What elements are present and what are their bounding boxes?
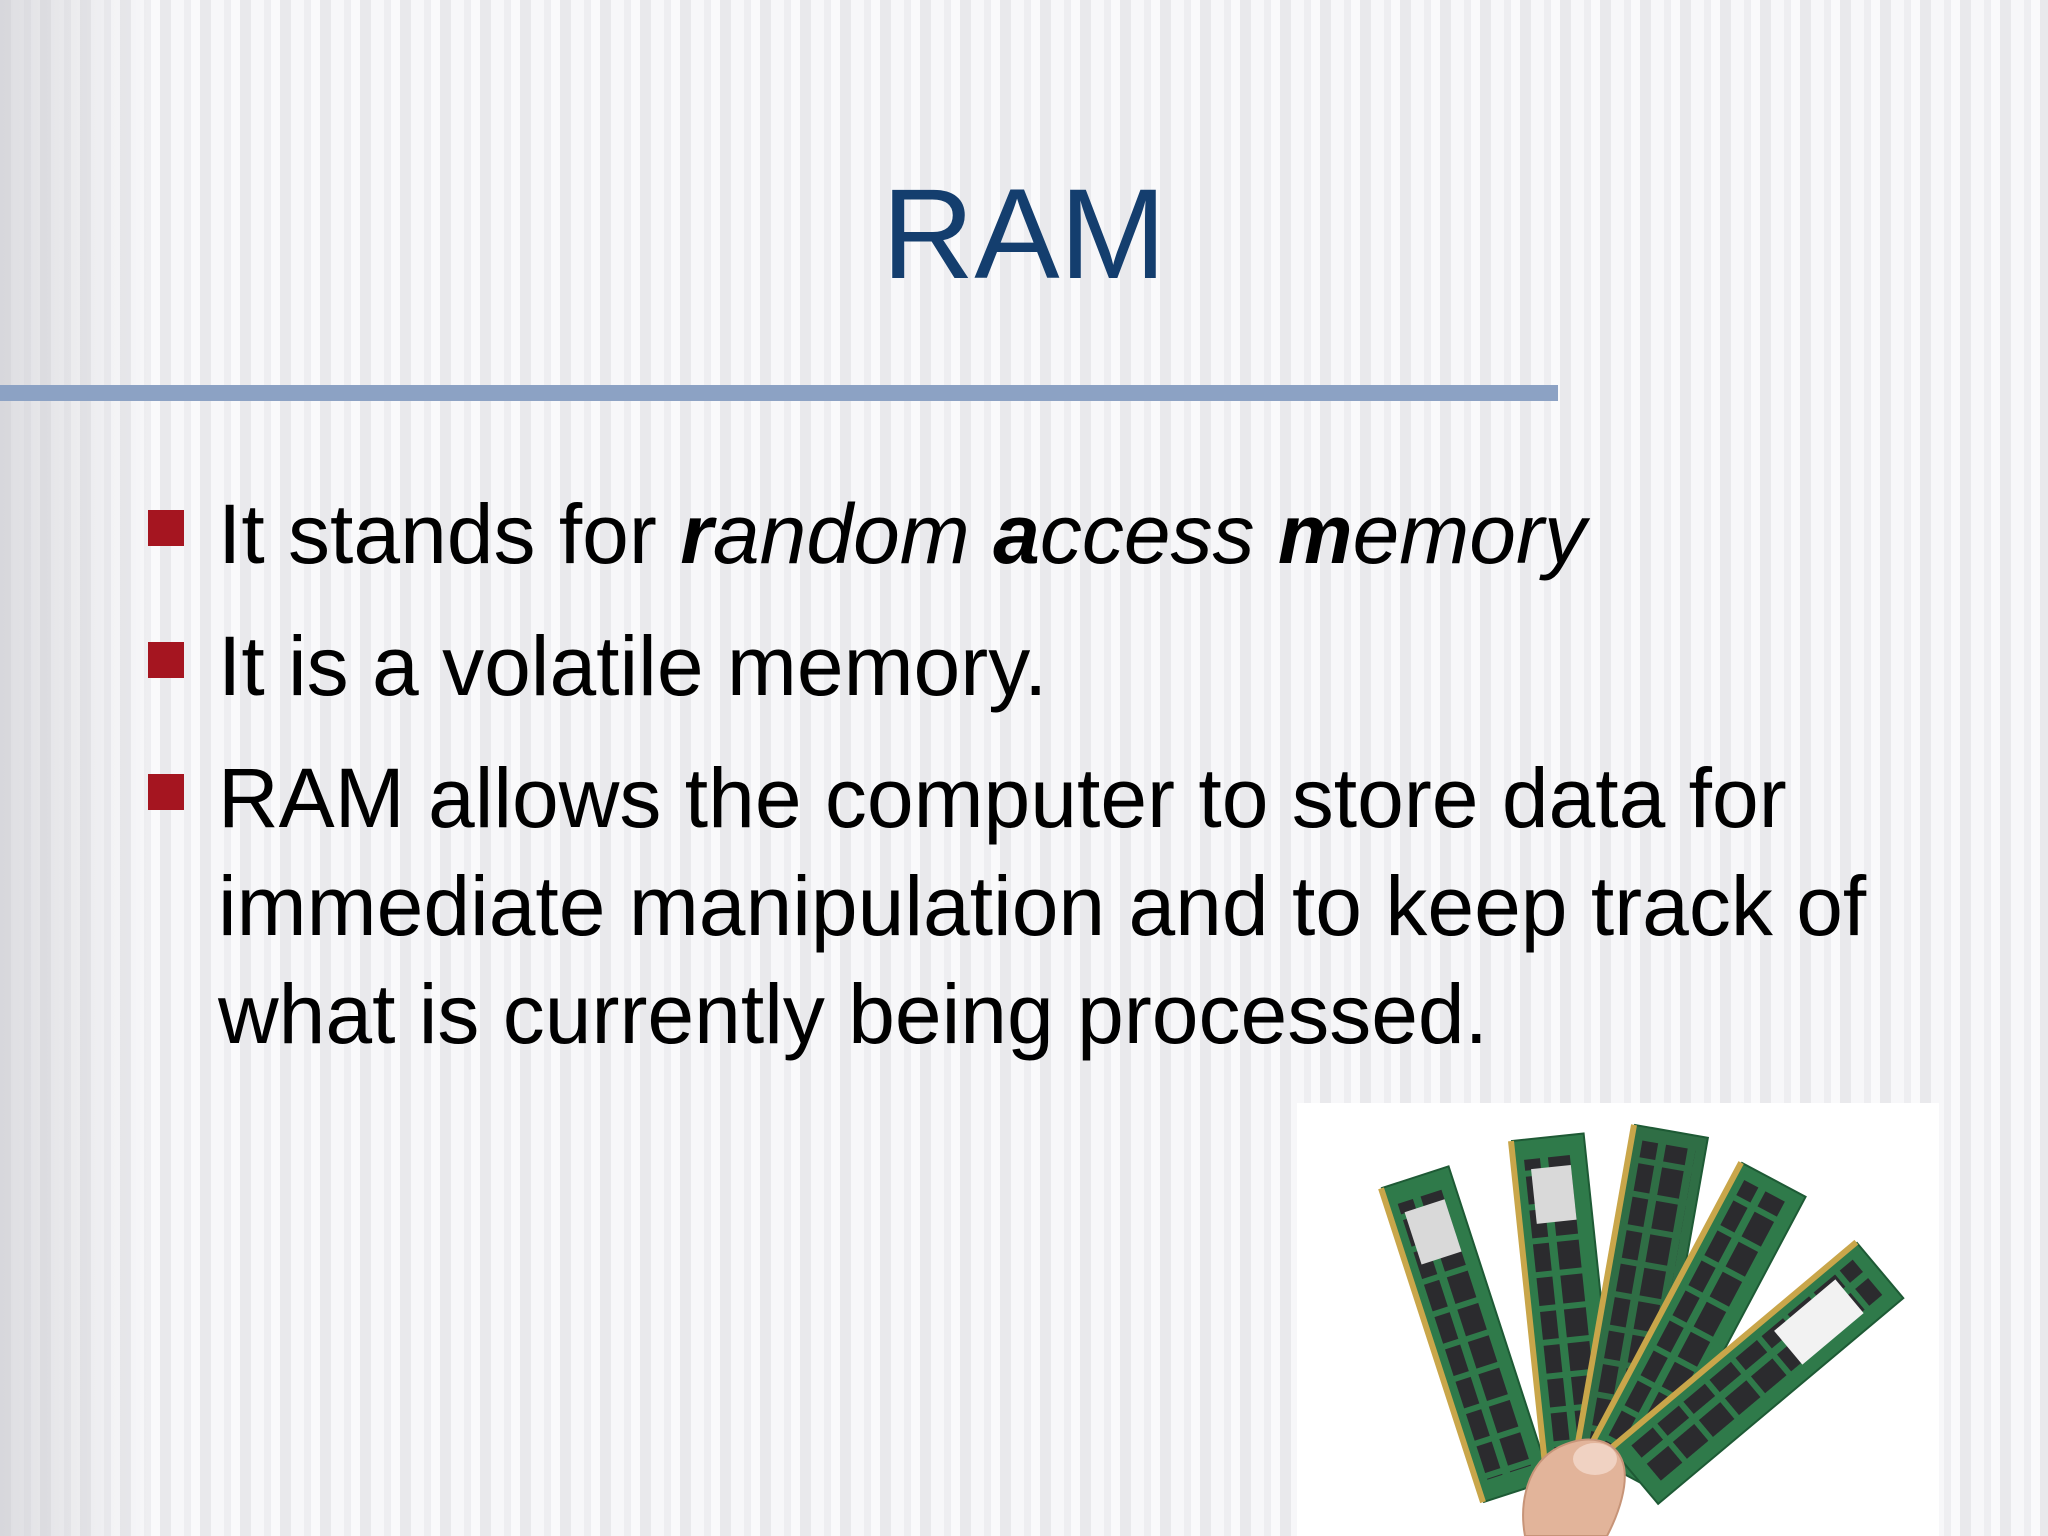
- bullet-text: It is a volatile memory.: [218, 619, 1048, 713]
- bullet-text: RAM allows the computer to store data fo…: [218, 751, 1867, 1061]
- acronym-initial: m: [1277, 487, 1353, 581]
- acronym-word-rest: emory: [1352, 487, 1586, 581]
- bullet-lead-text: It stands for: [218, 487, 681, 581]
- bullet-item: RAM allows the computer to store data fo…: [146, 744, 1978, 1068]
- title-divider: [0, 385, 1558, 401]
- acronym-word-rest: ccess: [1039, 487, 1278, 581]
- square-bullet-icon: [148, 642, 184, 678]
- bullet-list: It stands for random access memory It is…: [146, 480, 1926, 1092]
- square-bullet-icon: [148, 510, 184, 546]
- bullet-item: It is a volatile memory.: [146, 612, 1926, 720]
- ram-modules-illustration: [1378, 1123, 1905, 1536]
- acronym-initial: a: [993, 487, 1040, 581]
- bullet-item: It stands for random access memory: [146, 480, 1926, 588]
- slide-title: RAM: [881, 163, 1167, 306]
- acronym-word-rest: andom: [712, 487, 994, 581]
- square-bullet-icon: [148, 774, 184, 810]
- acronym-initial: r: [680, 487, 713, 581]
- ram-modules-photo: [1297, 1103, 1939, 1536]
